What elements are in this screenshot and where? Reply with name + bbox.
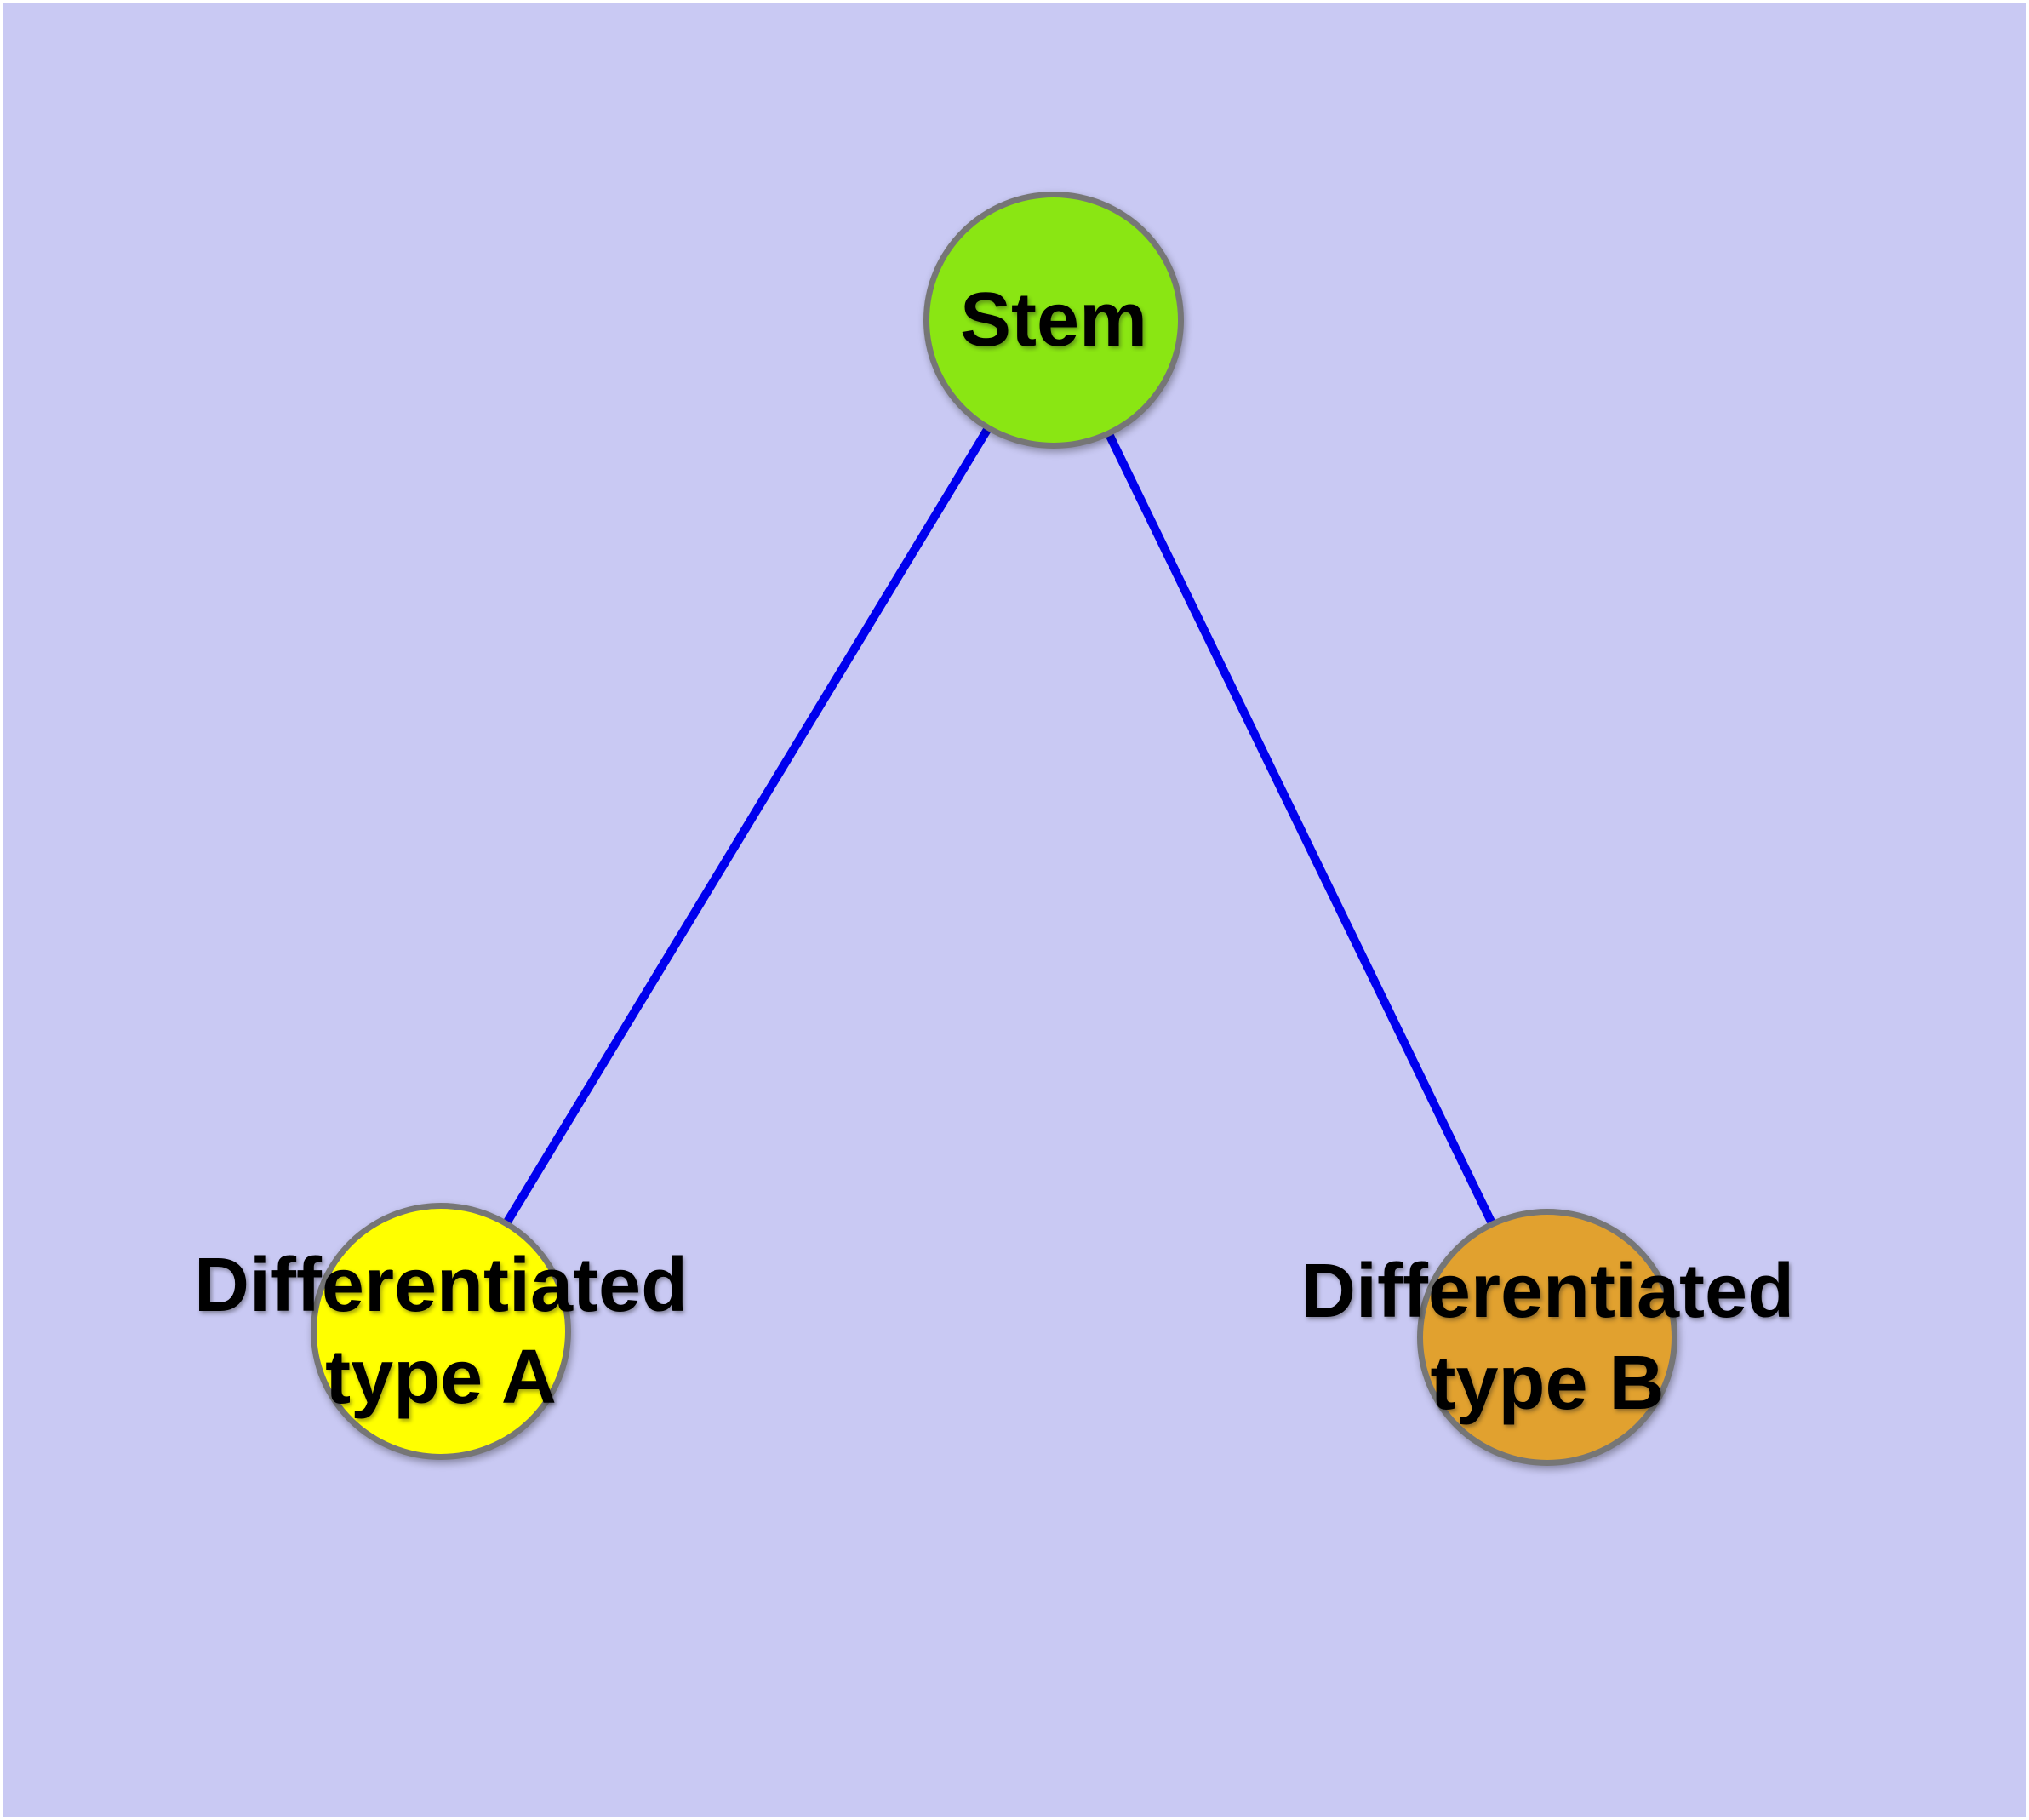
node-label-stem: Stem [960, 274, 1147, 366]
node-label-stem-line-1: Stem [959, 278, 1148, 363]
edge-stem-to-type-a [437, 318, 1058, 1334]
node-differentiated-type-a: Differentiated type A [194, 1203, 688, 1460]
diagram-canvas: Stem Differentiated type A Differentiate… [3, 3, 2026, 1817]
node-differentiated-type-b: Differentiated type B [1300, 1209, 1794, 1466]
edge-stem-to-type-b [1049, 318, 1552, 1340]
edges-layer [437, 318, 1552, 1340]
node-stem: Stem [923, 192, 1184, 449]
